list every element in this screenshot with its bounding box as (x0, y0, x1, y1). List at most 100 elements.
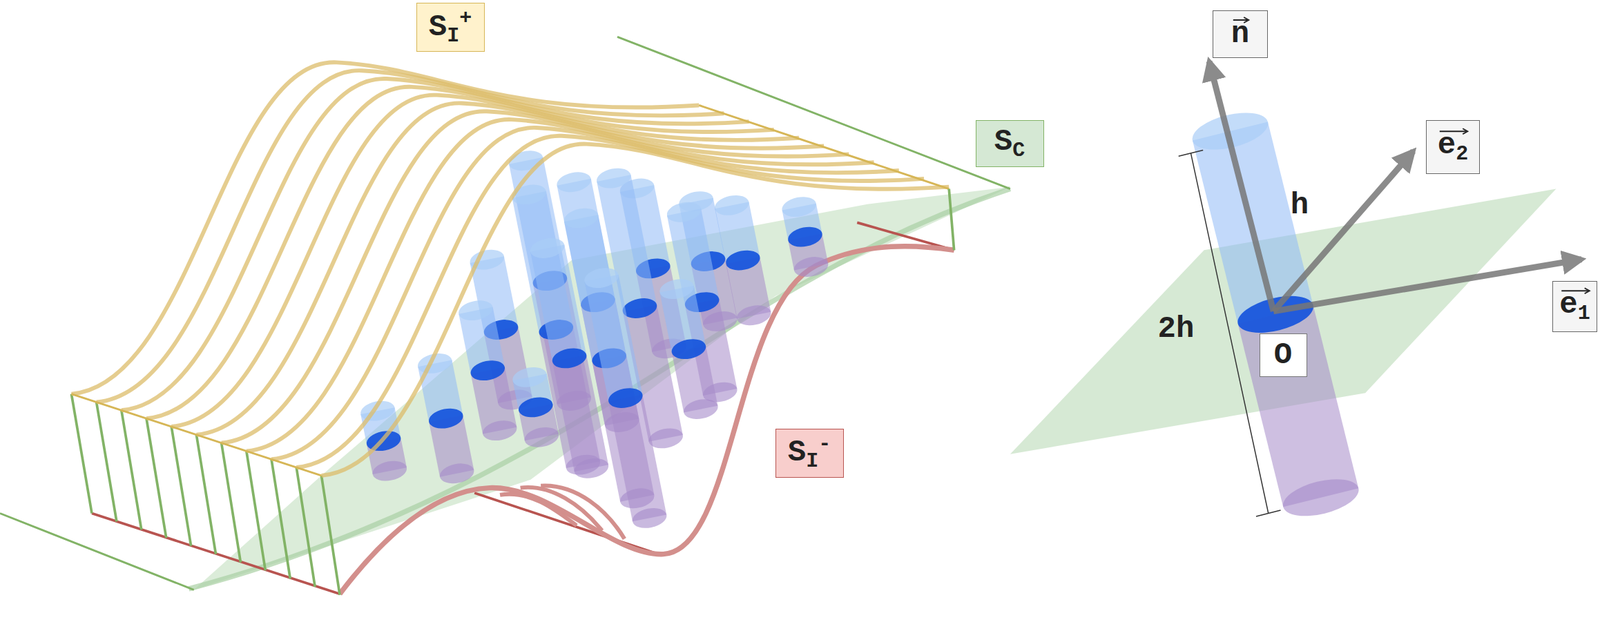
face-line (171, 426, 191, 547)
cylinder-cap (562, 205, 601, 232)
cylinder-section (786, 224, 825, 250)
cylinder-cap (1279, 472, 1363, 523)
label-tag: e1 (1552, 281, 1598, 333)
cylinder-lower (1238, 305, 1359, 507)
face-line (196, 435, 216, 555)
surface-line (321, 144, 949, 476)
index-text: - (818, 432, 831, 456)
cylinder-section (723, 247, 762, 274)
dimension-label: 2h (1158, 312, 1195, 346)
label-tag: n (1212, 10, 1268, 59)
tag-text: e2 (1437, 126, 1469, 168)
cylinder (582, 265, 669, 532)
cylinder-cap (437, 460, 476, 487)
tag-text: e1 (1559, 285, 1590, 328)
cylinder-lower (608, 394, 667, 523)
cylinder-section (516, 394, 555, 420)
symbol-text: e (1437, 127, 1456, 163)
label-tag: SC (975, 120, 1045, 168)
cylinder (1188, 106, 1363, 523)
lower-surface-curve (520, 487, 603, 532)
vector-arrow-head (1584, 287, 1590, 294)
face-line (296, 467, 315, 587)
face-line (271, 459, 291, 579)
cylinder-cap (594, 165, 633, 192)
face-line (121, 410, 142, 530)
tag-text: SI+ (428, 5, 472, 50)
cylinder-cap (658, 276, 697, 302)
tangent-arrow (1273, 151, 1413, 312)
cylinder-cap (780, 194, 819, 220)
symbol-text: O (1274, 337, 1293, 373)
cylinder-cap (555, 169, 594, 195)
cylinder-section (669, 336, 708, 362)
cylinder (457, 297, 519, 444)
cylinder-cap (712, 192, 751, 219)
face-line (96, 401, 117, 522)
cylinder (511, 364, 561, 451)
tangent-arrow (1273, 259, 1582, 312)
dimension-line (1190, 153, 1268, 514)
cylinder-section (550, 345, 589, 371)
cylinder (780, 194, 831, 280)
cylinder-cap (681, 396, 720, 422)
cylinder-upper (584, 274, 643, 402)
face-line (71, 394, 92, 514)
cylinder-section (468, 357, 507, 384)
cylinder-cap (370, 458, 409, 485)
cylinder-section (426, 406, 465, 432)
cylinder-cap (664, 199, 703, 226)
face-line (221, 443, 242, 563)
cylinder (658, 276, 720, 422)
cylinder-cap (528, 235, 567, 262)
tag-text: n (1231, 15, 1250, 54)
symbol-text: n (1231, 16, 1250, 52)
symbol-text: e (1559, 287, 1578, 322)
index-text: 1 (1577, 301, 1591, 326)
cylinder-cap (480, 417, 519, 444)
index-text: I (446, 24, 460, 48)
cylinder-cap (522, 424, 561, 451)
cylinder-cap (457, 297, 496, 324)
cylinder-cap (582, 265, 621, 291)
cylinder-cap (572, 455, 611, 482)
index-text: I (805, 449, 819, 474)
cylinder-cap (511, 364, 549, 391)
side-edge (948, 189, 954, 251)
normal-arrow (1209, 61, 1274, 312)
face-line (321, 475, 340, 596)
cylinder-cap (734, 302, 773, 329)
dimension-tick (1256, 510, 1281, 517)
symbol-text: S (428, 9, 447, 45)
cylinder-cap (630, 505, 669, 532)
cylinder-cap (506, 147, 545, 174)
label-tag: SI+ (416, 2, 485, 52)
tag-text: SC (994, 122, 1025, 165)
label-tag: SI- (775, 428, 844, 478)
index-text: + (459, 6, 472, 30)
cylinder-section (606, 385, 645, 411)
symbol-text: S (787, 435, 806, 470)
symbol-text: S (994, 124, 1013, 159)
tag-text: O (1274, 336, 1293, 375)
lower-surface-curve (540, 485, 625, 539)
upper-surface (71, 62, 949, 476)
label-tag: O (1259, 333, 1308, 378)
index-text: 2 (1455, 142, 1469, 166)
dimension-label: h (1290, 188, 1309, 222)
cylinder-section (1234, 289, 1317, 340)
index-text: C (1012, 138, 1025, 163)
cylinder-cap (792, 254, 831, 280)
upper-edge (698, 104, 949, 189)
label-tag: e2 (1425, 120, 1480, 175)
dimension-tick (1178, 149, 1203, 157)
upper-edge (71, 394, 322, 476)
single-cylinder (1188, 106, 1363, 523)
vector-arrow-head (1462, 128, 1468, 134)
face-line (146, 418, 167, 538)
tag-text: SI- (787, 431, 831, 476)
face-line (246, 450, 266, 571)
cylinders (359, 147, 831, 532)
